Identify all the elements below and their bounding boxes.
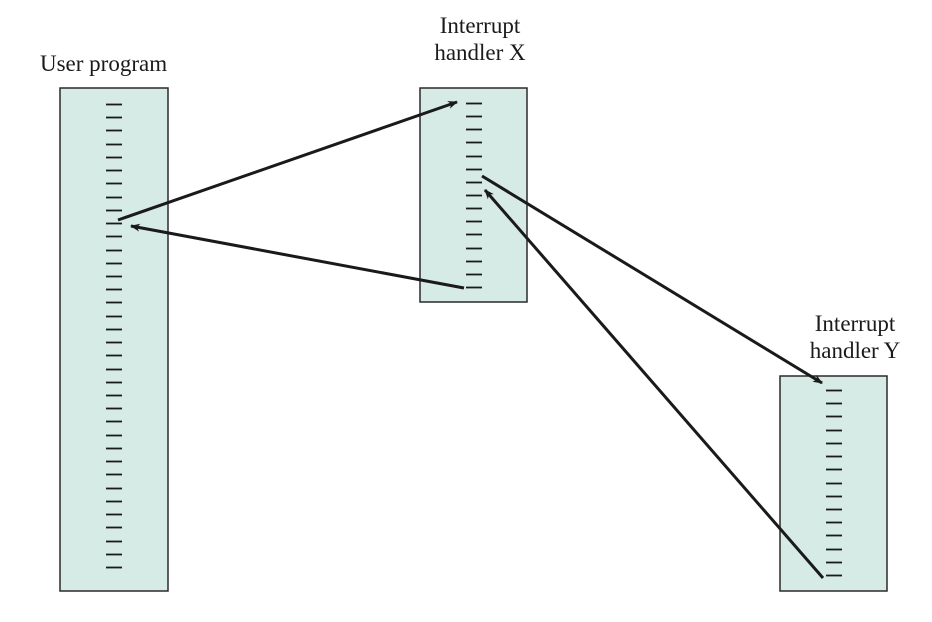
arrow-handler-x-return-to-user: [130, 223, 465, 290]
handler-x-label: Interrupt handler X: [420, 12, 540, 66]
handler-x-label-line1: Interrupt: [439, 13, 521, 38]
user-program-label-text: User program: [40, 51, 168, 76]
user-program-box: [59, 87, 169, 592]
arrow-handler-y-return-to-handler-x: [483, 189, 825, 579]
handler-x-label-line2: handler X: [434, 40, 526, 65]
arrow-handler-x-to-handler-y: [481, 174, 823, 385]
user-program-instructions: [106, 103, 122, 569]
arrow-user-to-handler-x: [117, 100, 458, 222]
user-program-label: User program: [40, 50, 167, 77]
handler-x-instructions: [466, 102, 482, 289]
handler-y-label-line2: handler Y: [809, 338, 901, 363]
handler-y-label: Interrupt handler Y: [795, 310, 915, 364]
handler-y-label-line1: Interrupt: [814, 311, 896, 336]
handler-y-instructions: [826, 389, 842, 577]
